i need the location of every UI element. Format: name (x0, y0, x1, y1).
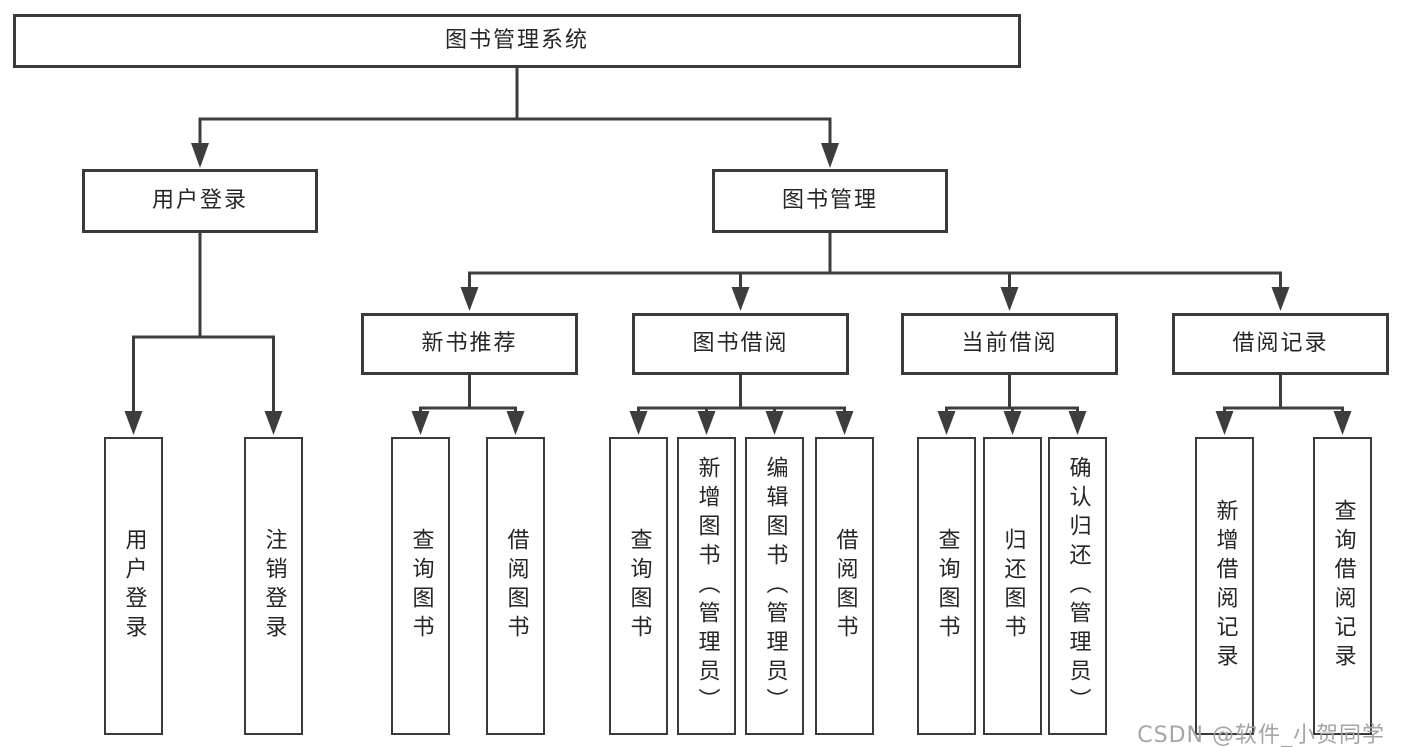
connector-root-to-level2 (191, 68, 839, 168)
leaf-label: 借阅图书 (503, 528, 529, 644)
leaf-edit-books-admin: 编辑图书（管理员） (745, 437, 804, 735)
node-label: 新书推荐 (421, 331, 518, 356)
leaf-label: 注销登录 (261, 528, 287, 644)
node-label: 当前借阅 (961, 331, 1058, 356)
node-user-login: 用户登录 (82, 169, 318, 233)
connector-new-book-to-children (411, 375, 525, 435)
leaf-label: 查询借阅记录 (1330, 499, 1356, 673)
leaf-borrow-books: 借阅图书 (815, 437, 874, 735)
node-library-management-system: 图书管理系统 (13, 14, 1021, 68)
node-new-book-recommend: 新书推荐 (361, 313, 578, 375)
leaf-query-books-recommend: 查询图书 (391, 437, 450, 735)
connector-book-borrow-to-children (629, 375, 854, 435)
node-book-management: 图书管理 (712, 169, 948, 233)
leaf-logout: 注销登录 (244, 437, 303, 735)
node-label: 图书管理 (781, 188, 878, 213)
leaf-label: 归还图书 (1000, 528, 1026, 644)
node-book-borrow: 图书借阅 (632, 313, 849, 375)
leaf-borrow-books-recommend: 借阅图书 (486, 437, 545, 735)
connector-book-management-to-level3 (460, 233, 1290, 311)
node-current-borrow: 当前借阅 (901, 313, 1118, 375)
leaf-return-books: 归还图书 (983, 437, 1042, 735)
node-label: 图书管理系统 (444, 28, 589, 53)
leaf-add-borrow-record: 新增借阅记录 (1195, 437, 1254, 735)
leaf-query-books-borrow: 查询图书 (609, 437, 668, 735)
connector-borrow-records-to-children (1215, 375, 1352, 435)
leaf-label: 查询图书 (626, 528, 652, 644)
leaf-label: 新增图书（管理员） (694, 455, 720, 717)
leaf-query-borrow-record: 查询借阅记录 (1313, 437, 1372, 735)
leaf-label: 借阅图书 (832, 528, 858, 644)
connector-current-borrow-to-children (937, 375, 1087, 435)
leaf-query-books-current: 查询图书 (917, 437, 976, 735)
leaf-label: 用户登录 (121, 528, 147, 644)
leaf-label: 确认归还（管理员） (1065, 455, 1091, 717)
leaf-label: 查询图书 (934, 528, 960, 644)
node-label: 用户登录 (151, 188, 248, 213)
node-label: 借阅记录 (1232, 331, 1329, 356)
node-borrow-records: 借阅记录 (1172, 313, 1389, 375)
leaf-label: 编辑图书（管理员） (762, 455, 788, 717)
node-label: 图书借阅 (692, 331, 789, 356)
connector-user-login-to-children (124, 233, 283, 435)
leaf-user-login: 用户登录 (104, 437, 163, 735)
csdn-watermark: CSDN @软件_小贺同学 (1137, 723, 1385, 747)
leaf-label: 新增借阅记录 (1212, 499, 1238, 673)
leaf-label: 查询图书 (408, 528, 434, 644)
leaf-confirm-return-admin: 确认归还（管理员） (1048, 437, 1107, 735)
leaf-add-books-admin: 新增图书（管理员） (677, 437, 736, 735)
